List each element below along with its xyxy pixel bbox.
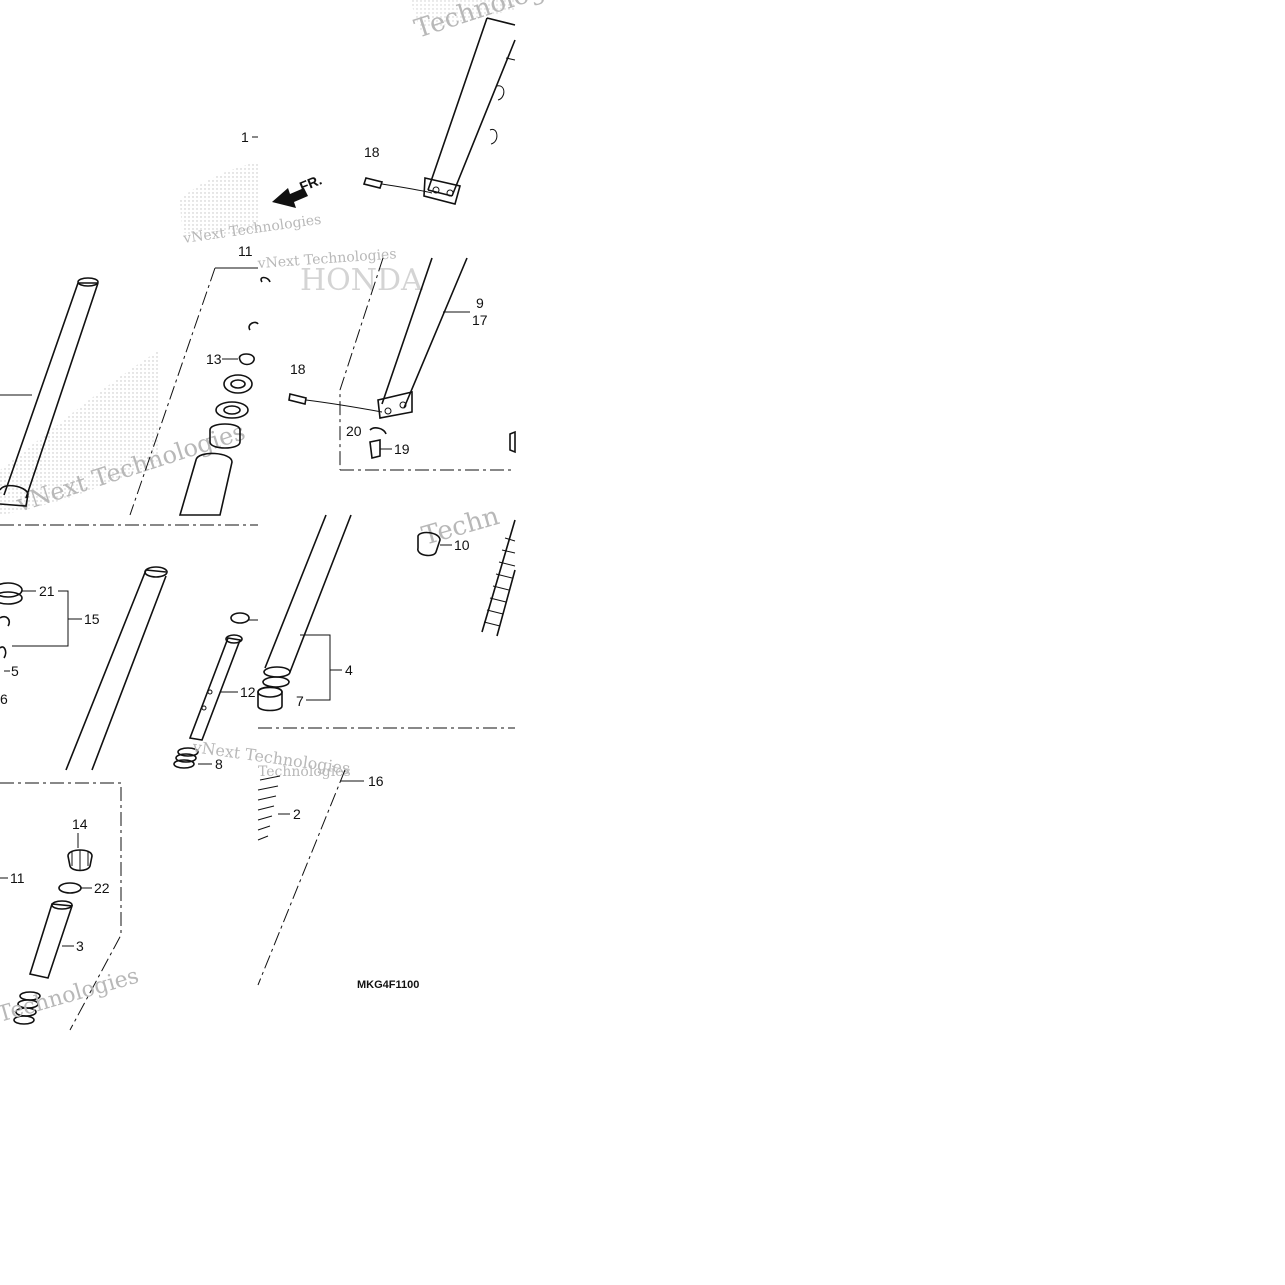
callout-21: 21	[39, 583, 55, 599]
callout-8: 8	[215, 756, 223, 772]
callout-1: 1	[241, 129, 249, 145]
tile-inner-tube: vNext Technologies	[0, 267, 271, 518]
callout-13: 13	[206, 351, 222, 367]
fork-tube-upper	[427, 17, 516, 197]
callout-20: 20	[346, 423, 362, 439]
guide-bushing	[209, 423, 241, 449]
slider-4	[264, 514, 352, 673]
fork-bolt-14	[67, 849, 93, 872]
inner-tube	[3, 282, 99, 499]
piston-ring-21	[0, 582, 23, 598]
bushing-7	[257, 686, 283, 712]
callout-7: 7	[296, 693, 304, 709]
dust-boot	[481, 519, 516, 637]
rebound-spring-8	[173, 747, 199, 769]
callout-3: 3	[76, 938, 84, 954]
callout-14: 14	[72, 816, 88, 832]
callout-15: 15	[84, 611, 100, 627]
fork-spring-2	[257, 775, 281, 841]
damper-rod-12	[188, 637, 242, 741]
stopper-ring-13	[238, 353, 255, 366]
bolt-18-upper	[362, 177, 384, 189]
watermark: HONDA	[300, 263, 423, 298]
front-direction-label: FR.	[297, 171, 324, 194]
fork-spring-lower	[13, 991, 41, 1025]
spacer-3	[28, 903, 74, 979]
front-arrow-icon: FR.	[272, 171, 324, 208]
watermark: Technologies	[0, 964, 142, 1028]
fork-pipe	[65, 569, 167, 771]
tile-outer-tube: vNext Technologies HONDA	[256, 246, 516, 470]
callout-4: 4	[345, 662, 353, 678]
callout-2: 2	[293, 806, 301, 822]
axle-holder	[423, 177, 461, 205]
back-up-ring	[215, 401, 249, 419]
watermark: Technologies	[411, 0, 584, 45]
slide-bushing	[178, 452, 233, 516]
callout-18-upper: 18	[364, 144, 380, 160]
callout-9: 9	[476, 295, 484, 311]
callout-5: 5	[11, 663, 19, 679]
bolt-18-lower	[288, 393, 307, 405]
callout-6: 6	[0, 691, 8, 707]
oil-seal	[223, 374, 253, 394]
bolt-19	[369, 439, 381, 459]
o-ring-22	[58, 882, 82, 894]
callout-17: 17	[472, 312, 488, 328]
callout-22: 22	[94, 880, 110, 896]
collar-10	[417, 531, 441, 557]
callout-16: 16	[368, 773, 384, 789]
callout-11-upper: 11	[238, 243, 253, 259]
callout-10: 10	[454, 537, 470, 553]
leaders	[77, 136, 258, 848]
callout-18-lower: 18	[290, 361, 306, 377]
diagram-code: MKG4F1100	[357, 979, 419, 991]
tile-cap: Technologies	[0, 782, 142, 1031]
washer-20	[369, 427, 387, 435]
callout-11: 11	[10, 870, 25, 886]
tile-slider: Techn	[257, 501, 516, 712]
callout-19: 19	[394, 441, 410, 457]
outer-tube	[381, 257, 468, 409]
callout-12: 12	[240, 684, 256, 700]
tile-upper-fork: Technologies FR.	[272, 0, 584, 208]
callouts: 1 2 3 4 5 6 7 8 9 10 11 11 12 13 14 15 1…	[0, 129, 488, 954]
tile-spring: Technologies	[257, 764, 364, 986]
watermark: Technologies	[258, 764, 351, 780]
rebound-spring-ring	[230, 612, 250, 624]
